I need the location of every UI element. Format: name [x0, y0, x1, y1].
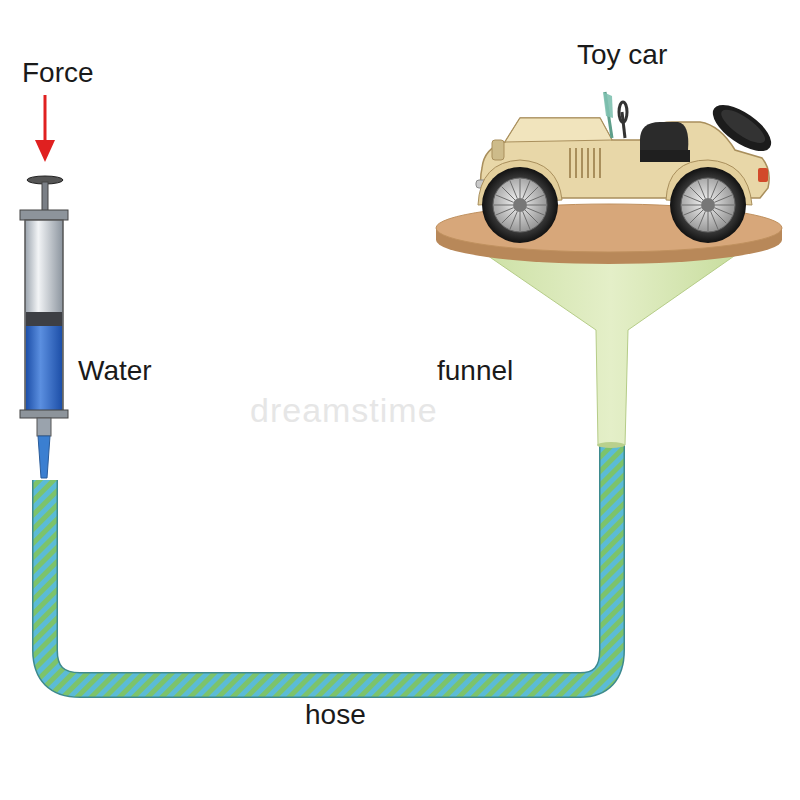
wheel-spoke	[708, 179, 709, 198]
wheel-spoke	[510, 181, 517, 199]
part-label: funnel	[437, 356, 513, 387]
wheel-spoke	[714, 195, 732, 202]
syringe	[20, 176, 68, 478]
wheel-spoke	[698, 181, 705, 199]
funnel	[462, 238, 760, 448]
force-arrow	[35, 95, 55, 162]
hose-stripes	[45, 442, 612, 685]
part-label: Water	[78, 356, 152, 387]
wheel-spoke	[708, 212, 709, 231]
wheel-spoke	[520, 212, 521, 231]
part-label: hose	[305, 700, 366, 731]
wheel-spoke	[526, 195, 544, 202]
wheel-spoke	[520, 179, 521, 198]
wheel-spoke	[527, 205, 546, 206]
wheel-spoke	[715, 205, 734, 206]
hose	[45, 442, 612, 685]
watermark: dreamstime	[250, 392, 438, 429]
force-label: Force	[22, 58, 94, 89]
wheel-spoke	[682, 205, 701, 206]
wheel-spoke	[684, 208, 702, 215]
wheel-spoke	[494, 205, 513, 206]
wheel-spoke	[711, 211, 718, 229]
wheel-spoke	[523, 211, 530, 229]
wheel-spoke	[496, 208, 514, 215]
part-label: Toy car	[577, 40, 667, 71]
toy-car	[476, 92, 778, 243]
